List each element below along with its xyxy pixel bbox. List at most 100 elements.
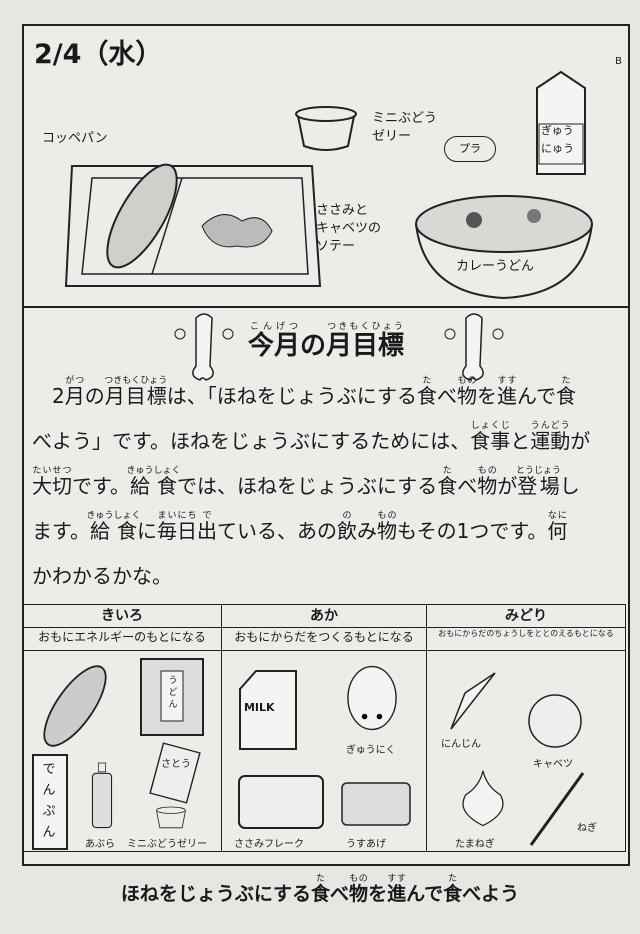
item-beef: ぎゅうにく — [345, 745, 396, 756]
text-segment: べよう — [462, 883, 520, 905]
group-yellow-desc: おもにエネルギーのもとになる — [22, 627, 222, 651]
furigana: もの — [477, 466, 498, 476]
cabbage-icon — [528, 694, 582, 748]
ruby-word: 運動うんどう — [530, 421, 571, 453]
furigana: しょくじ — [470, 421, 511, 431]
furigana: で — [197, 511, 217, 521]
goal-text-line: 2月がつの月目標つきもくひょうは、「ほねをじょうぶにする食たべ物ものを進すすんで… — [32, 374, 618, 419]
furigana: た — [416, 376, 437, 386]
monthly-goal-text: 2月がつの月目標つきもくひょうは、「ほねをじょうぶにする食たべ物ものを進すすんで… — [32, 374, 618, 599]
furigana: たいせつ — [32, 466, 72, 476]
furigana: うんどう — [530, 421, 571, 431]
text-segment: の — [299, 331, 326, 361]
group-green-foods: にんじん キャベツ たまねぎ ねぎ — [427, 651, 625, 851]
text-segment: べよう」です。ほねをじょうぶにするためには、 — [32, 429, 471, 453]
item-onion: たまねぎ — [455, 839, 495, 850]
furigana: つきもくひょう — [326, 322, 404, 332]
item-green-onion: ねぎ — [577, 823, 597, 834]
ruby-word: 登場とうじょう — [515, 466, 561, 498]
ruby-word: 物もの — [349, 874, 369, 905]
furigana: こんげつ — [247, 322, 300, 332]
text-segment: を — [368, 883, 388, 905]
furigana: つきもくひょう — [104, 376, 168, 386]
text-segment: 2 — [52, 384, 65, 408]
text-segment: し — [559, 474, 580, 498]
udon-package-icon — [140, 658, 204, 736]
onion-icon — [462, 770, 504, 827]
text-segment: んで — [516, 384, 556, 408]
goal-text-line: ます。給食きゅうしょくに毎日まいにち出でている、あの飲のみ物ものもその1つです。… — [32, 509, 618, 554]
text-segment: の — [84, 384, 105, 408]
furigana: もの — [456, 376, 477, 386]
udon-package-label: うどん — [168, 676, 178, 710]
text-segment: は、「ほねをじょうぶにする — [166, 384, 417, 408]
menu-date: 2/4（水） — [34, 39, 163, 70]
text-segment: に — [137, 519, 158, 543]
ruby-word: 食た — [555, 376, 576, 408]
ruby-word: 食事しょくじ — [470, 421, 511, 453]
text-segment: べ — [330, 883, 350, 905]
furigana: もの — [349, 874, 369, 884]
ruby-word: 給食きゅうしょく — [126, 466, 181, 498]
text-segment: べ — [457, 474, 478, 498]
furigana: の — [337, 511, 357, 521]
bone-mascot-icon — [444, 313, 504, 381]
ruby-word: 今月こんげつ — [247, 322, 300, 361]
goal-text-line: 大切たいせつです。給食きゅうしょくでは、ほねをじょうぶにする食たべ物ものが登場と… — [32, 464, 618, 509]
carrot-icon — [450, 672, 496, 730]
menu-saute-label: ささみと キャベツの ソテー — [316, 203, 382, 254]
ruby-word: 飲の — [337, 511, 358, 543]
group-yellow-header: きいろ — [22, 604, 222, 628]
item-abura: あぶら — [85, 839, 115, 850]
footer-slogan: ほねをじょうぶにする食たべ物ものを進すすんで食たべよう — [0, 874, 640, 906]
cow-face-icon — [347, 665, 397, 731]
furigana: がつ — [64, 376, 85, 386]
ruby-word: 食た — [311, 874, 331, 905]
furigana: きゅうしょく — [126, 466, 181, 476]
ruby-word: 食た — [416, 376, 437, 408]
ruby-word: 毎日まいにち — [157, 511, 198, 543]
menu-milk-label: ぎゅう にゅう — [541, 124, 574, 155]
item-grape-jelly: ミニぶどうゼリー — [127, 839, 207, 850]
starch-package-icon — [32, 754, 68, 850]
food-groups-table: きいろ あか みどり おもにエネルギーのもとになる おもにからだをつくるもとにな… — [22, 604, 626, 852]
ruby-word: 月目標つきもくひょう — [104, 376, 168, 408]
text-segment: べ — [436, 384, 457, 408]
text-segment: が — [497, 474, 518, 498]
text-segment: を — [476, 384, 497, 408]
ruby-word: 物もの — [456, 376, 477, 408]
jelly-cup-icon — [156, 806, 186, 829]
group-red-foods: MILK ぎゅうにく ささみフレーク うすあげ — [222, 651, 426, 851]
ruby-word: 物もの — [377, 511, 398, 543]
ruby-word: 何なに — [547, 511, 568, 543]
plastic-badge: プラ — [444, 136, 496, 162]
text-segment: ている、あの — [217, 519, 338, 543]
text-segment: では、ほねをじょうぶにする — [177, 474, 438, 498]
furigana: た — [437, 466, 458, 476]
bone-mascot-icon — [174, 313, 234, 381]
text-segment: ます。 — [32, 519, 90, 543]
furigana: た — [311, 874, 331, 884]
group-red-header: あか — [220, 604, 428, 628]
furigana: まいにち — [157, 511, 197, 521]
furigana: とうじょう — [515, 466, 561, 476]
group-green-header: みどり — [426, 604, 626, 628]
menu-udon-label: カレーうどん — [456, 259, 535, 274]
oil-bottle-icon — [91, 762, 113, 829]
saute-icon — [201, 214, 273, 248]
monthly-goal-title: 今月こんげつの月目標つきもくひょう — [24, 322, 628, 368]
udon-bowl-icon — [415, 195, 593, 300]
furigana: なに — [547, 511, 568, 521]
item-sasami-flakes: ささみフレーク — [233, 839, 304, 850]
furigana: もの — [377, 511, 397, 521]
furigana: た — [443, 874, 463, 884]
item-cabbage: キャベツ — [533, 759, 573, 770]
fried-tofu-icon — [341, 782, 411, 826]
ruby-word: 物もの — [477, 466, 498, 498]
ruby-word: 食た — [443, 874, 463, 905]
ruby-word: 給食きゅうしょく — [86, 511, 141, 543]
item-fried-tofu: うすあげ — [345, 839, 386, 850]
section-divider — [24, 306, 628, 308]
milk-carton-icon — [238, 670, 297, 750]
text-segment: もその1つです。 — [397, 519, 548, 543]
